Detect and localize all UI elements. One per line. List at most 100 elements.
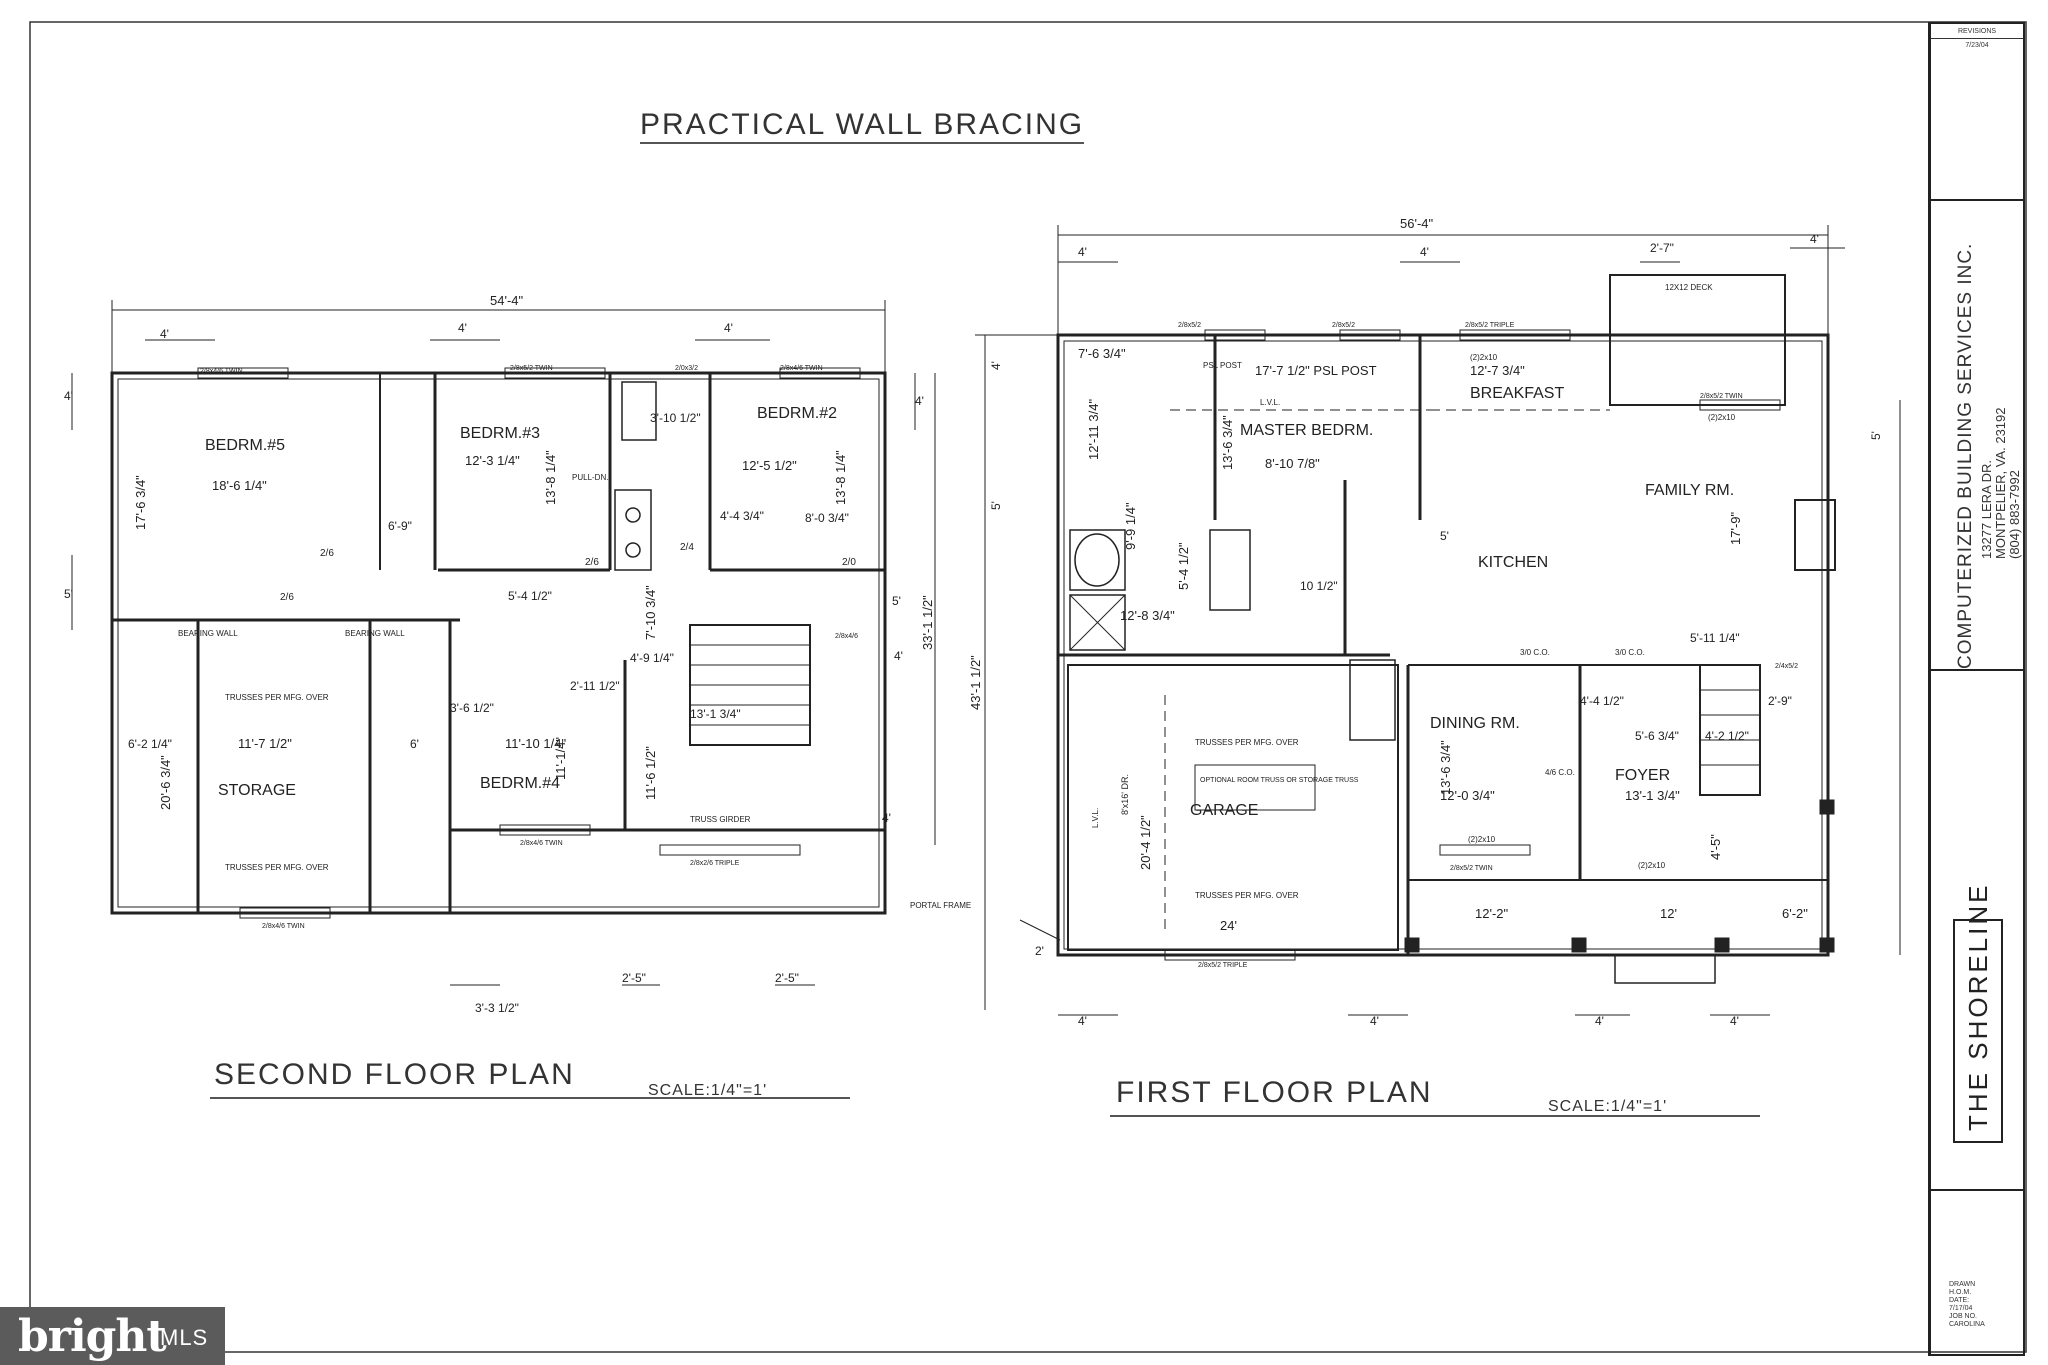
first-floor-scale: SCALE:1/4"=1' xyxy=(1548,1098,1668,1115)
window-note-c: 2/8x2/6 TRIPLE xyxy=(690,860,740,867)
job-value: CAROLINA xyxy=(1949,1321,1985,1328)
dim-k: 4'-9 1/4" xyxy=(630,651,674,665)
ff-dim-left-4: 4' xyxy=(989,361,1003,370)
bedrm2-depth: 13'-8 1/4" xyxy=(833,450,848,505)
trusses-note-ff1: TRUSSES PER MFG. OVER xyxy=(1195,738,1299,747)
room-dining-dim: 12'-0 3/4" xyxy=(1440,788,1495,803)
door-20: 2/0 xyxy=(842,557,856,568)
ff-dim-k: 2'-9" xyxy=(1768,694,1792,708)
ff-dim-lead: 5' xyxy=(1440,529,1449,543)
trusses-note-2: TRUSSES PER MFG. OVER xyxy=(225,863,329,872)
first-floor-title: FIRST FLOOR PLAN xyxy=(1116,1076,1433,1109)
second-floor-scale: SCALE:1/4"=1' xyxy=(648,1082,768,1099)
room-bedrm4-dim: 11'-10 1/4" xyxy=(505,736,566,751)
title-block: REVISIONS 7/23/04 COMPUTERIZED BUILDING … xyxy=(1928,22,2025,1356)
date-label: DATE: xyxy=(1949,1297,1970,1304)
drawn-section: DRAWN H.O.M. DATE: 7/17/04 JOB NO. CAROL… xyxy=(1931,1189,2023,1354)
room-breakfast: BREAKFAST xyxy=(1470,385,1564,402)
ff-dim-2: 2' xyxy=(1035,944,1044,958)
trusses-note-1: TRUSSES PER MFG. OVER xyxy=(225,693,329,702)
company-section: COMPUTERIZED BUILDING SERVICES INC. 1327… xyxy=(1931,199,2023,671)
logo-text: bright xyxy=(18,1311,167,1362)
truss-girder: TRUSS GIRDER xyxy=(690,815,751,824)
bedrm5-depth: 17'-6 3/4" xyxy=(133,475,148,530)
window-note-e: 2/8x4/6 xyxy=(835,633,858,640)
window-note-b: 2/8x5/2 TWIN xyxy=(510,365,553,372)
dim-f: 13'-1 3/4" xyxy=(690,707,741,721)
room-bedrm2: BEDRM.#2 xyxy=(757,405,837,422)
portal-frame-label: PORTAL FRAME xyxy=(910,901,971,910)
ff-dim-bot-4b: 4' xyxy=(1370,1014,1379,1028)
dim-bottom-b: 2'-5" xyxy=(622,971,646,985)
first-floor-plan xyxy=(975,225,1901,1016)
ff-window-b: 2/8x5/2 TRIPLE xyxy=(1465,322,1515,329)
window-note-a3: 2/8x4/6 TWIN xyxy=(262,923,305,930)
second-floor-width: 54'-4" xyxy=(490,293,524,308)
ff-window-a1: 2/8x5/2 xyxy=(1178,322,1201,329)
ff-dim-bot-4d: 4' xyxy=(1730,1014,1739,1028)
ff-window-c2: 2/8x5/2 TWIN xyxy=(1450,865,1493,872)
ff-dim-n: 10 1/2" xyxy=(1300,579,1338,593)
garage-depth: 20'-4 1/2" xyxy=(1138,815,1153,870)
co-label-2: 3/0 C.O. xyxy=(1615,648,1645,657)
dim-bottom-c: 2'-5" xyxy=(775,971,799,985)
ff-dim-o-rot: 9'-9 1/4" xyxy=(1123,502,1138,550)
ff-dim-l: 4'-2 1/2" xyxy=(1705,729,1749,743)
dim-h: 3'-6 1/2" xyxy=(450,701,494,715)
window-note-a: 2/8x4/6 TWIN xyxy=(200,368,243,375)
header-a2: (2)2x10 xyxy=(1708,413,1736,422)
room-garage-dim: 24' xyxy=(1220,918,1237,933)
ff-window-b2: 2/8x5/2 TRIPLE xyxy=(1198,962,1248,969)
room-dining: DINING RM. xyxy=(1430,715,1520,732)
dim-left-5: 5' xyxy=(64,587,73,601)
dim-right-4: 4' xyxy=(915,394,924,408)
room-storage: STORAGE xyxy=(218,782,296,799)
room-bedrm5: BEDRM.#5 xyxy=(205,437,285,454)
deck xyxy=(1609,274,1786,406)
ff-dim-bot-4c: 4' xyxy=(1595,1014,1604,1028)
second-floor-title: SECOND FLOOR PLAN xyxy=(214,1058,575,1091)
lvl-garage: L.V.L. xyxy=(1091,808,1100,828)
company-address2: MONTPELIER, VA. 23192 xyxy=(1993,407,2008,560)
ff-dim-f: 5'-11 1/4" xyxy=(1690,631,1740,645)
second-floor-outline-inner xyxy=(117,378,880,908)
room-garage: GARAGE xyxy=(1190,802,1258,819)
dim-storage-left: 6'-2 1/4" xyxy=(128,737,172,751)
dim-i: 5'-4 1/2" xyxy=(508,589,552,603)
psl-post-label: PSL POST xyxy=(1203,361,1242,370)
ff-dim-m-rot: 4'-5" xyxy=(1708,834,1723,860)
ff-window-a2: 2/8x5/2 xyxy=(1332,322,1355,329)
deck-label: 12X12 DECK xyxy=(1665,283,1713,292)
master-depth: 13'-6 3/4" xyxy=(1220,415,1235,470)
dim-top-4c: 4' xyxy=(724,321,733,335)
dim-top-4b: 4' xyxy=(458,321,467,335)
room-bedrm3: BEDRM.#3 xyxy=(460,425,540,442)
window-note-a2: 2/8x4/6 TWIN xyxy=(780,365,823,372)
dim-e-rot: 11'-6 1/2" xyxy=(643,746,658,800)
door-26-b: 2/6 xyxy=(280,592,294,603)
bathtub xyxy=(621,381,657,441)
room-breakfast-dim: 12'-7 3/4" xyxy=(1470,363,1525,378)
room-master-dim: 17'-7 1/2" PSL POST xyxy=(1255,363,1377,378)
dim-g: 4'-4 3/4" xyxy=(720,509,764,523)
fireplace xyxy=(1794,499,1836,571)
co-label-1: 3/0 C.O. xyxy=(1520,648,1550,657)
room-master-bedrm: MASTER BEDRM. xyxy=(1240,422,1373,439)
ff-dim-top-4a: 4' xyxy=(1078,245,1087,259)
company-name: COMPUTERIZED BUILDING SERVICES INC. xyxy=(1955,242,1976,669)
garage-door-label: 8'x16' DR. xyxy=(1120,774,1130,815)
drawn-label: DRAWN xyxy=(1949,1281,1976,1288)
lvl-label: L.V.L. xyxy=(1260,398,1280,407)
dim-m: 3'-10 1/2" xyxy=(650,411,701,425)
dim-top-4a: 4' xyxy=(160,327,169,341)
room-foyer: FOYER xyxy=(1615,767,1670,784)
pull-dn: PULL-DN. xyxy=(572,473,608,482)
dim-right-4c: 4' xyxy=(894,649,903,663)
ff-dim-p-rot: 5'-4 1/2" xyxy=(1176,542,1191,590)
header-a4: (2)2x10 xyxy=(1638,861,1666,870)
dim-bottom-a: 3'-3 1/2" xyxy=(475,1001,519,1015)
optional-truss-label: OPTIONAL ROOM TRUSS OR STORAGE TRUSS xyxy=(1200,777,1359,784)
second-floor-underline xyxy=(210,1097,850,1099)
